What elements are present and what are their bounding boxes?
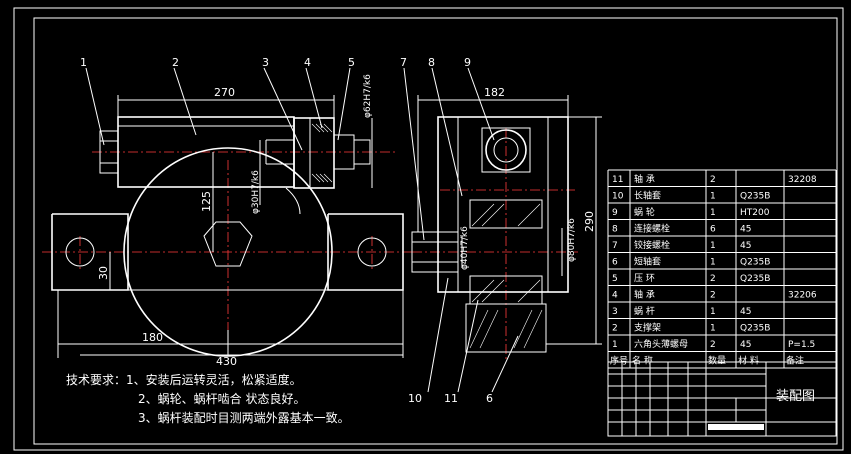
bom-cell-no: 2 [612, 324, 618, 334]
bom-cell-name: 连接螺栓 [634, 223, 670, 235]
leader-6: 6 [486, 392, 493, 405]
bom-cell-mat: 45 [740, 241, 751, 251]
bom-header-no: 序号 [610, 355, 628, 367]
inner-frame [33, 17, 838, 445]
bom-cell-mat: 45 [740, 340, 751, 350]
leader-10: 10 [408, 392, 422, 405]
bom-cell-name: 蜗 杆 [634, 305, 655, 317]
bom-cell-qty: 2 [710, 291, 716, 301]
dim-270: 270 [214, 86, 235, 99]
dim-125: 125 [200, 191, 213, 212]
bom-header-qty: 数量 [708, 355, 726, 367]
dim-phi80: φ80H7/k6 [567, 218, 577, 262]
bom-cell-name: 短轴套 [634, 256, 661, 268]
bom-cell-qty: 6 [710, 225, 716, 235]
bom-cell-qty: 1 [710, 192, 716, 202]
bom-cell-mat: Q235B [740, 258, 770, 268]
bom-cell-no: 10 [612, 192, 624, 202]
bom-cell-no: 9 [612, 208, 618, 218]
dim-phi62: φ62H7/k6 [363, 74, 373, 118]
bom-cell-qty: 2 [710, 175, 716, 185]
bom-cell-mat: 45 [740, 307, 751, 317]
dim-30: 30 [97, 266, 110, 280]
bom-cell-name: 铰接螺栓 [634, 239, 670, 251]
leader-9: 9 [464, 56, 471, 69]
bom-cell-note: 32208 [788, 175, 817, 185]
leader-8: 8 [428, 56, 435, 69]
bom-cell-no: 3 [612, 307, 618, 317]
dim-430: 430 [216, 355, 237, 368]
front-view [42, 95, 412, 358]
bom-cell-qty: 1 [710, 208, 716, 218]
bom-cell-name: 长轴套 [634, 190, 661, 202]
bom-cell-name: 六角头薄螺母 [634, 338, 688, 350]
bom-header-mat: 材 料 [738, 355, 759, 367]
bom-cell-qty: 2 [710, 340, 716, 350]
bom-cell-qty: 1 [710, 241, 716, 251]
bom-cell-no: 5 [612, 274, 618, 284]
bom-cell-mat: Q235B [740, 192, 770, 202]
bom-cell-name: 轴 承 [634, 289, 655, 301]
leader-4: 4 [304, 56, 311, 69]
bom-cell-mat: 45 [740, 225, 751, 235]
bom-cell-note: 32206 [788, 291, 817, 301]
dim-182: 182 [484, 86, 505, 99]
bom-cell-name: 支撑架 [634, 322, 661, 334]
bom-cell-no: 4 [612, 291, 618, 301]
dim-290: 290 [583, 211, 596, 232]
bom-cell-no: 8 [612, 225, 618, 235]
bom-header-name: 名 称 [632, 355, 653, 367]
leader-3: 3 [262, 56, 269, 69]
title-block: 装配图 [607, 361, 837, 437]
leader-5: 5 [348, 56, 355, 69]
leader-lines [85, 67, 519, 393]
side-view [411, 95, 602, 360]
tech-note-2: 2、蜗轮、蜗杆啮合 状态良好。 [138, 391, 305, 406]
outer-frame [13, 7, 844, 451]
bom-cell-mat: HT200 [740, 208, 770, 218]
bom-cell-name: 轴 承 [634, 173, 655, 185]
bom-cell-no: 1 [612, 340, 618, 350]
bom-cell-name: 蜗 轮 [634, 206, 655, 218]
bom-cell-no: 6 [612, 258, 618, 268]
leader-1: 1 [80, 56, 87, 69]
dim-phi30: φ30H7/k6 [251, 170, 261, 214]
bom-cell-note: P=1.5 [788, 340, 815, 350]
bom-cell-qty: 1 [710, 258, 716, 268]
tech-note-1: 技术要求：1、安装后运转灵活，松紧适度。 [66, 372, 302, 387]
leader-11: 11 [444, 392, 458, 405]
bom-cell-no: 11 [612, 175, 623, 185]
tech-note-3: 3、蜗杆装配时目测两端外露基本一致。 [138, 410, 350, 425]
dim-180: 180 [142, 331, 163, 344]
bom-header-note: 备注 [786, 355, 804, 367]
bom-cell-mat: Q235B [740, 324, 770, 334]
bom-cell-name: 压 环 [634, 273, 655, 284]
bom-cell-qty: 2 [710, 274, 716, 284]
leader-2: 2 [172, 56, 179, 69]
bom-cell-qty: 1 [710, 324, 716, 334]
bom-cell-qty: 1 [710, 307, 716, 317]
dim-phi40: φ40H7/k6 [460, 226, 470, 270]
bom-cell-mat: Q235B [740, 274, 770, 284]
bom-cell-no: 7 [612, 241, 618, 251]
title-block-name: 装配图 [776, 389, 815, 404]
leader-7: 7 [400, 56, 407, 69]
